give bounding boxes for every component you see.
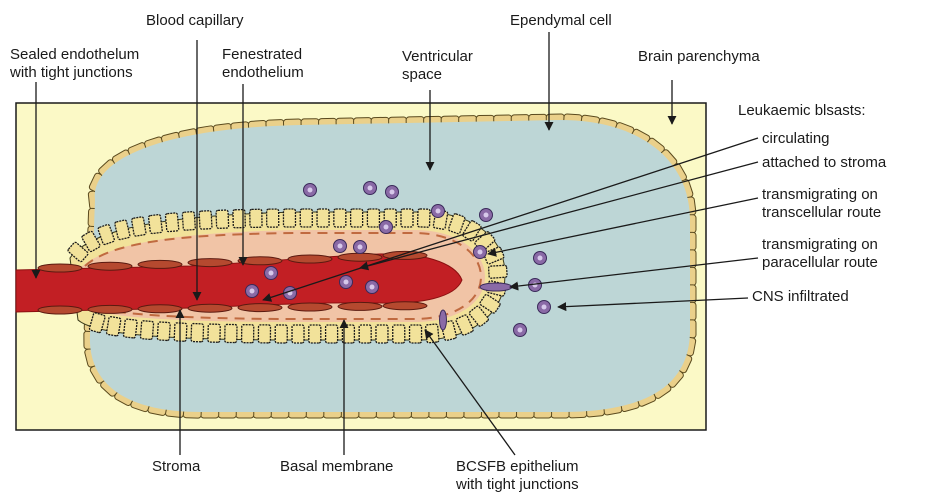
label-transcellular-line1: transmigrating on [762, 186, 881, 204]
blast-nucleus [269, 271, 274, 276]
epithelial-cell [334, 209, 346, 227]
epithelial-cell [157, 322, 170, 341]
epithelial-cell [140, 321, 153, 340]
epithelial-cell [488, 265, 507, 278]
endothelial-cell [188, 259, 232, 267]
label-leukaemic-blasts: Leukaemic blsasts: [738, 102, 866, 120]
endothelial-cell [138, 305, 182, 313]
endothelial-cell [288, 255, 332, 263]
label-cns-infiltrated: CNS infiltrated [752, 288, 849, 306]
endothelial-cell [188, 304, 232, 312]
blast-nucleus [542, 305, 547, 310]
endothelial-cell [238, 304, 282, 312]
endothelial-cell [38, 306, 82, 314]
label-bcsfb-line1: BCSFB epithelium [456, 458, 579, 476]
epithelial-cell [326, 325, 338, 343]
label-attached-to-stroma: attached to stroma [762, 154, 886, 172]
epithelial-cell [258, 325, 270, 343]
transmigrating-blast [440, 310, 447, 330]
endothelial-cell [88, 262, 132, 270]
label-stroma: Stroma [152, 458, 200, 476]
blast-nucleus [370, 285, 375, 290]
epithelial-cell [267, 209, 279, 227]
epithelial-cell [216, 210, 229, 228]
blast-nucleus [358, 245, 363, 250]
epithelial-cell [351, 209, 363, 227]
epithelial-cell [191, 324, 204, 342]
epithelial-cell [225, 324, 237, 342]
blast-nucleus [338, 244, 343, 249]
epithelial-cell [367, 209, 379, 227]
epithelial-cell [283, 209, 295, 227]
epithelial-cell [182, 212, 195, 231]
epithelial-cell [359, 325, 371, 343]
label-sealed-endothelium: Sealed endothelum with tight junctions [10, 46, 139, 82]
epithelial-cell [401, 209, 413, 227]
blast-nucleus [344, 280, 349, 285]
epithelial-cell [410, 325, 422, 343]
label-fenestrated-endothelium: Fenestrated endothelium [222, 46, 304, 82]
endothelial-cell [38, 264, 82, 272]
endothelial-cell [338, 302, 382, 310]
endothelial-cell [288, 303, 332, 311]
label-bcsfb-line2: with tight junctions [456, 476, 579, 494]
label-blood-capillary: Blood capillary [146, 12, 244, 30]
blast-nucleus [518, 328, 523, 333]
blast-nucleus [436, 209, 441, 214]
label-paracellular: transmigrating on paracellular route [762, 236, 878, 272]
epithelial-cell [208, 324, 220, 342]
label-ventricular-line2: space [402, 66, 473, 84]
label-ventricular-space: Ventricular space [402, 48, 473, 84]
endothelial-cell [383, 302, 427, 310]
label-fenestrated-line1: Fenestrated [222, 46, 304, 64]
endothelial-cell [338, 253, 382, 261]
epithelial-cell [376, 325, 388, 343]
blast-nucleus [308, 188, 313, 193]
blast-nucleus [478, 250, 483, 255]
label-transcellular: transmigrating on transcellular route [762, 186, 881, 222]
endothelial-cell [88, 305, 132, 313]
epithelial-cell [199, 211, 212, 230]
label-paracellular-line1: transmigrating on [762, 236, 878, 254]
blast-nucleus [384, 225, 389, 230]
epithelial-cell [317, 209, 329, 227]
label-ependymal-cell: Ependymal cell [510, 12, 612, 30]
endothelial-cell [238, 257, 282, 265]
label-circulating: circulating [762, 130, 830, 148]
epithelial-cell [275, 325, 287, 343]
blast-nucleus [538, 256, 543, 261]
epithelial-cell [165, 213, 179, 232]
blast-nucleus [250, 289, 255, 294]
endothelial-cell [138, 260, 182, 268]
epithelial-cell [300, 209, 312, 227]
label-ventricular-line1: Ventricular [402, 48, 473, 66]
label-sealed-endothelium-line2: with tight junctions [10, 64, 139, 82]
blast-nucleus [390, 190, 395, 195]
epithelial-cell [250, 209, 262, 227]
epithelial-cell [417, 209, 430, 227]
paracellular-blast [480, 283, 512, 291]
blast-nucleus [484, 213, 489, 218]
label-paracellular-line2: paracellular route [762, 254, 878, 272]
label-transcellular-line2: transcellular route [762, 204, 881, 222]
epithelial-cell [309, 325, 321, 343]
label-basal-membrane: Basal membrane [280, 458, 393, 476]
label-brain-parenchyma: Brain parenchyma [638, 48, 760, 66]
epithelial-cell [292, 325, 304, 343]
epithelial-cell [123, 319, 137, 338]
epithelial-cell [242, 325, 254, 343]
label-sealed-endothelium-line1: Sealed endothelum [10, 46, 139, 64]
epithelial-cell [393, 325, 405, 343]
label-bcsfb-epithelium: BCSFB epithelium with tight junctions [456, 458, 579, 494]
epithelial-cell [148, 214, 162, 233]
blast-nucleus [368, 186, 373, 191]
label-fenestrated-line2: endothelium [222, 64, 304, 82]
